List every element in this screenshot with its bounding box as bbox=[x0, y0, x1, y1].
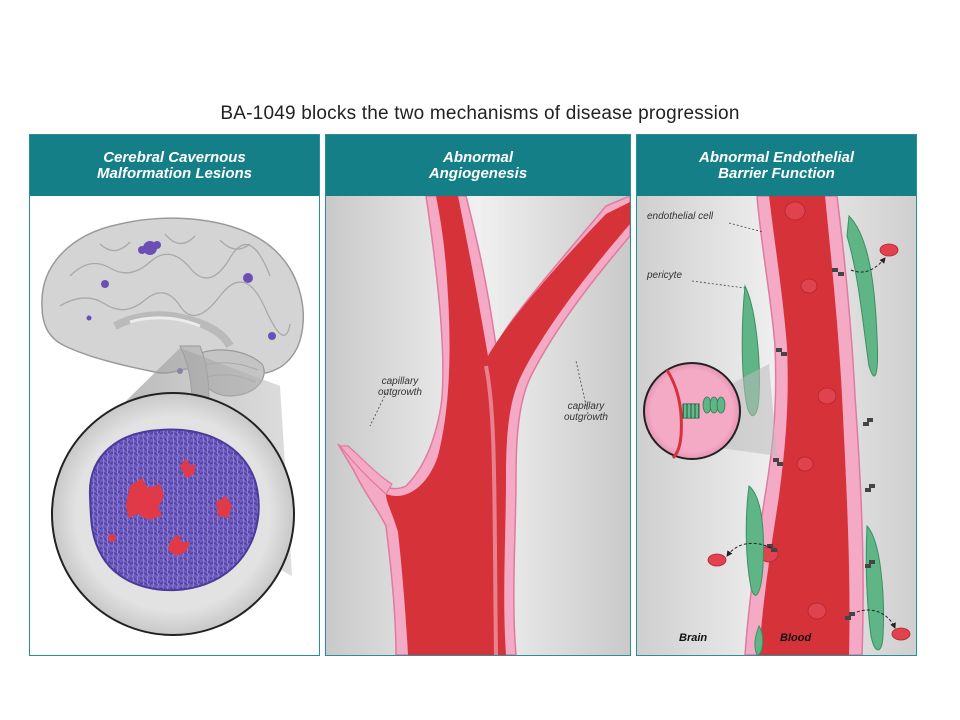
panel-header-line: Barrier Function bbox=[718, 164, 835, 182]
endothelial-cell-label: endothelial cell bbox=[647, 211, 714, 222]
leader-line bbox=[691, 280, 746, 289]
panel-header-line: Abnormal bbox=[442, 148, 513, 166]
panel-body bbox=[30, 196, 319, 655]
panel-header: Cerebral Cavernous Malformation Lesions bbox=[30, 135, 319, 196]
panel-cerebral-cavernous-malformation: Cerebral Cavernous Malformation Lesions bbox=[29, 134, 320, 656]
panel-header-line: Cerebral Cavernous bbox=[103, 148, 246, 166]
vessel-highlight bbox=[484, 365, 498, 655]
panel-header-line: Malformation Lesions bbox=[96, 164, 253, 182]
leader-line bbox=[369, 388, 389, 427]
figure-title: BA-1049 blocks the two mechanisms of dis… bbox=[220, 103, 740, 124]
escaping-blood-cells bbox=[707, 243, 911, 641]
brain-side-label: Brain bbox=[679, 632, 708, 644]
panel-abnormal-angiogenesis: Abnormal Angiogenesis bbox=[325, 134, 631, 656]
panel-header-line: Abnormal Endothelial bbox=[698, 148, 854, 166]
leader-line bbox=[575, 360, 589, 415]
capillary-outgrowth-label-left: capillary outgrowth bbox=[378, 376, 422, 398]
cell-junctions bbox=[767, 268, 875, 620]
cavernous-malformation-mass bbox=[88, 428, 260, 592]
leakage-arrows bbox=[726, 257, 896, 629]
capillary-outgrowth-label-right: capillary outgrowth bbox=[564, 401, 608, 423]
panel-body: endothelial cell pericyte Brain Blood bbox=[637, 196, 916, 655]
blood-side-label: Blood bbox=[780, 632, 812, 644]
capillary-sprout-left bbox=[338, 445, 393, 495]
panel-body: capillary outgrowth capillary outgrowth bbox=[326, 196, 630, 655]
leader-line bbox=[728, 222, 764, 233]
blood-filled-caverns bbox=[108, 458, 232, 556]
zoom-vessel-edge bbox=[665, 369, 683, 460]
barrier-function-illustration bbox=[637, 196, 916, 655]
zoom-junction-proteins bbox=[682, 396, 726, 419]
pericyte-label: pericyte bbox=[647, 270, 683, 281]
panel-header-line: Angiogenesis bbox=[428, 164, 528, 182]
panel-header: Abnormal Angiogenesis bbox=[326, 135, 630, 196]
panel-header: Abnormal Endothelial Barrier Function bbox=[637, 135, 916, 196]
panel-endothelial-barrier-function: Abnormal Endothelial Barrier Function bbox=[636, 134, 917, 656]
angiogenesis-illustration bbox=[326, 196, 630, 655]
brain-lesion-illustration bbox=[41, 217, 305, 636]
blood-vessel-lumen bbox=[759, 196, 850, 655]
blood-vessel-lumen bbox=[386, 196, 630, 655]
